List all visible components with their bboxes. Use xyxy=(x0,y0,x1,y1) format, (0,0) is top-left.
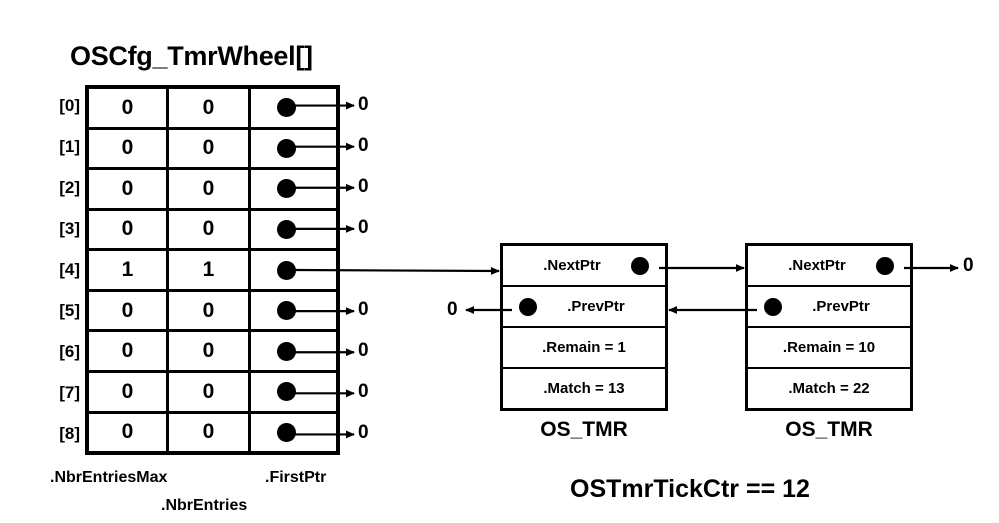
wheel-row-index: [0] xyxy=(59,95,80,115)
wheel-row-index: [5] xyxy=(59,301,80,321)
wheel-row-index: [1] xyxy=(59,136,80,156)
pointer-dot-icon xyxy=(631,256,649,275)
wheel-cell-nbr-entries-max: 0 xyxy=(89,413,169,452)
wheel-cell-nbr-entries: 0 xyxy=(169,129,251,168)
os-tmr-1-prevptr-null-label: 0 xyxy=(447,299,458,320)
wheel-cell-first-ptr xyxy=(251,332,336,370)
wheel-row-index: [8] xyxy=(59,424,80,444)
os-tmr-1-match-value: .Match = 13 xyxy=(543,380,625,397)
wheel-row-index: [6] xyxy=(59,342,80,362)
wheel-row-index: [4] xyxy=(59,260,80,279)
os-tmr-1-remain-field: .Remain = 1 xyxy=(503,328,665,369)
os-tmr-1-nextptr-label: .NextPtr xyxy=(543,257,601,274)
os-tmr-2-remain-field: .Remain = 10 xyxy=(748,328,910,369)
wheel-cell-nbr-entries: 0 xyxy=(169,372,251,411)
wheel-cell-nbr-entries: 0 xyxy=(169,413,251,452)
pointer-dot-icon xyxy=(876,256,894,275)
wheel-row-null-label: 0 xyxy=(358,175,369,197)
wheel-row-null-label: 0 xyxy=(358,299,369,321)
wheel-row-null-label: 0 xyxy=(358,422,369,444)
pointer-dot-icon xyxy=(277,219,296,239)
wheel-cell-nbr-entries: 0 xyxy=(169,210,251,249)
wheel-cell-nbr-entries: 0 xyxy=(169,89,251,127)
os-tmr-1-match-field: .Match = 13 xyxy=(503,369,665,408)
os-tmr-1-prevptr-label: .PrevPtr xyxy=(567,298,625,315)
wheel-cell-first-ptr xyxy=(251,251,336,289)
wheel-cell-first-ptr xyxy=(251,414,336,452)
pointer-dot-icon xyxy=(277,301,296,321)
os-tmr-1-remain-value: .Remain = 1 xyxy=(542,339,626,356)
os-tmr-2-nextptr-field: .NextPtr xyxy=(748,246,910,287)
pointer-dot-icon xyxy=(277,382,296,402)
os-tmr-2-match-field: .Match = 22 xyxy=(748,369,910,408)
wheel-array-title: OSCfg_TmrWheel[] xyxy=(70,41,313,71)
os-tmr-node-1: .NextPtr .PrevPtr .Remain = 1 .Match = 1… xyxy=(500,243,668,411)
wheel-row-null-label: 0 xyxy=(358,93,369,115)
label-nbr-entries: .NbrEntries xyxy=(161,497,248,514)
wheel-cell-first-ptr xyxy=(251,130,336,168)
wheel-cell-nbr-entries-max: 0 xyxy=(89,332,169,370)
tick-counter-caption: OSTmrTickCtr == 12 xyxy=(570,475,810,503)
wheel-cell-nbr-entries: 1 xyxy=(169,251,251,289)
wheel-cell-first-ptr xyxy=(251,170,336,208)
wheel-cell-first-ptr xyxy=(251,89,336,127)
os-tmr-2-caption: OS_TMR xyxy=(785,418,873,441)
pointer-dot-icon xyxy=(277,260,296,280)
os-tmr-node-2: .NextPtr .PrevPtr .Remain = 10 .Match = … xyxy=(745,243,913,411)
os-tmr-2-nextptr-null-label: 0 xyxy=(963,255,974,276)
os-tmr-1-prevptr-field: .PrevPtr xyxy=(503,287,665,328)
wheel-cell-nbr-entries: 0 xyxy=(169,170,251,208)
wheel-cell-nbr-entries-max: 0 xyxy=(89,372,169,411)
os-tmr-2-match-value: .Match = 22 xyxy=(788,380,870,397)
pointer-dot-icon xyxy=(519,297,537,316)
wheel-cell-nbr-entries: 0 xyxy=(169,332,251,370)
wheel-cell-nbr-entries-max: 0 xyxy=(89,170,169,208)
wheel-cell-first-ptr xyxy=(251,211,336,249)
wheel-row-null-label: 0 xyxy=(358,381,369,403)
wheel-cell-first-ptr xyxy=(251,373,336,411)
wheel-cell-nbr-entries: 0 xyxy=(169,291,251,330)
wheel-row-index: [2] xyxy=(59,177,80,197)
wheel-row-index: [3] xyxy=(59,218,80,238)
wheel-row-index: [7] xyxy=(59,383,80,403)
os-tmr-2-prevptr-field: .PrevPtr xyxy=(748,287,910,328)
wheel-cell-nbr-entries-max: 1 xyxy=(89,251,169,289)
label-first-ptr: .FirstPtr xyxy=(265,469,327,486)
wheel-cell-nbr-entries-max: 0 xyxy=(89,89,169,127)
pointer-dot-icon xyxy=(277,341,296,361)
os-tmr-1-nextptr-field: .NextPtr xyxy=(503,246,665,287)
pointer-dot-icon xyxy=(764,297,782,316)
wheel-row-null-label: 0 xyxy=(358,216,369,238)
wheel-cell-nbr-entries-max: 0 xyxy=(89,210,169,249)
wheel-row-null-label: 0 xyxy=(358,340,369,362)
wheel-cell-first-ptr xyxy=(251,292,336,330)
pointer-dot-icon xyxy=(277,179,296,199)
pointer-dot-icon xyxy=(277,98,296,118)
os-tmr-2-remain-value: .Remain = 10 xyxy=(782,339,876,356)
os-tmr-2-prevptr-label: .PrevPtr xyxy=(812,298,870,315)
pointer-dot-icon xyxy=(277,138,296,158)
wheel-cell-nbr-entries-max: 0 xyxy=(89,129,169,168)
label-nbr-entries-max: .NbrEntriesMax xyxy=(50,469,168,486)
os-tmr-1-caption: OS_TMR xyxy=(540,418,628,441)
wheel-row-null-label: 0 xyxy=(358,134,369,156)
wheel-cell-nbr-entries-max: 0 xyxy=(89,291,169,330)
pointer-dot-icon xyxy=(277,422,296,442)
os-tmr-2-nextptr-label: .NextPtr xyxy=(788,257,846,274)
